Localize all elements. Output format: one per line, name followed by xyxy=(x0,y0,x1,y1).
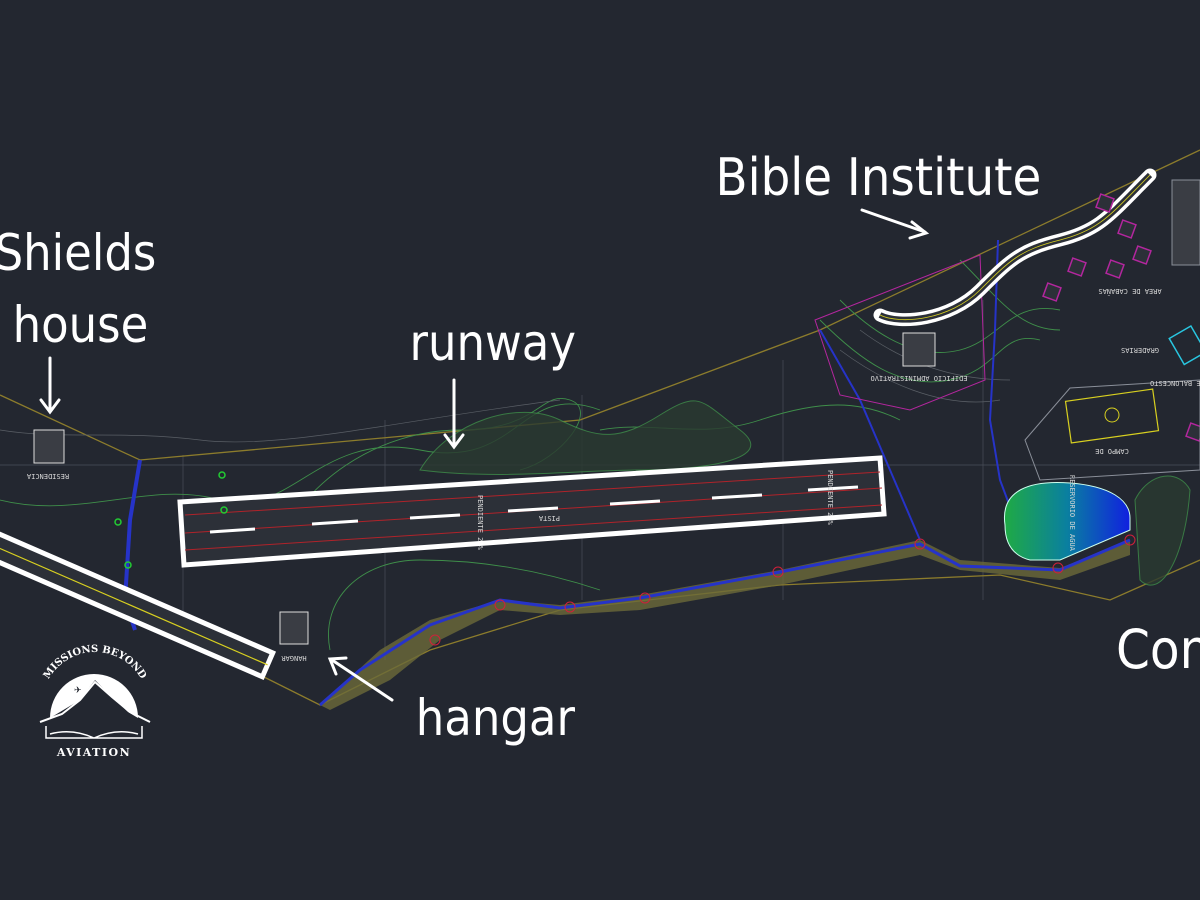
arrow-to-bible-institute xyxy=(860,208,930,240)
reservoir-pond xyxy=(1003,482,1131,561)
annotation-shields-house-line2: house xyxy=(13,297,149,355)
annotation-hangar: hangar xyxy=(416,690,576,748)
runway-slope-left: PENDIENTE 2 % xyxy=(476,495,484,551)
logo-bottom-text: AVIATION xyxy=(56,746,131,759)
winding-road-centerline xyxy=(879,174,1151,321)
tree-markers xyxy=(114,471,228,569)
sports-field: CAMPO DE xyxy=(1024,379,1200,481)
annotation-bible-institute: Bible Institute xyxy=(716,147,1042,208)
cabins xyxy=(1042,193,1200,442)
main-runway: PISTA PENDIENTE 2 % PENDIENTE 2 % xyxy=(177,455,887,568)
field-label: CAMPO DE xyxy=(1095,447,1129,455)
court-label: CANCHA DE BALONCESTO xyxy=(1150,379,1200,387)
hangar-cad-label: HANGAR xyxy=(281,654,307,662)
basketball-court xyxy=(1168,324,1200,366)
vegetation-areas xyxy=(419,400,1191,586)
annotation-shields-house-line1: Shields xyxy=(0,225,156,283)
residence-building: RESIDENCIA xyxy=(26,429,69,480)
annotation-runway: runway xyxy=(410,315,576,373)
stands-label: GRADERIAS xyxy=(1121,346,1159,354)
admin-building-label: EDIFICIO ADMINISTRATIVO xyxy=(871,374,968,382)
logo-book-icon xyxy=(45,726,143,739)
arrow-to-shields-house xyxy=(39,356,61,415)
missions-beyond-aviation-logo: MISSIONS BEYOND AVIATION ✈ xyxy=(39,644,151,759)
secondary-runway xyxy=(0,529,277,681)
logo-mountain-sun xyxy=(50,674,138,718)
runway-slope-right: PENDIENTE 2 % xyxy=(826,470,834,526)
runway-pista-label: PISTA xyxy=(538,514,560,522)
admin-building: EDIFICIO ADMINISTRATIVO xyxy=(814,254,986,411)
hangar-building: HANGAR xyxy=(279,611,309,662)
logo-ridge-line xyxy=(39,680,151,723)
cabins-label: AREA DE CABAÑAS xyxy=(1098,287,1161,296)
annotation-cut-off: Con- xyxy=(1116,619,1200,682)
residencia-label: RESIDENCIA xyxy=(26,472,69,480)
plane-icon: ✈ xyxy=(74,686,82,696)
reservoir-label: RESERVORIO DE AGUA xyxy=(1068,475,1076,552)
arrow-to-runway xyxy=(443,378,465,450)
building-hatch xyxy=(1171,179,1200,266)
arrow-to-hangar xyxy=(327,656,394,702)
